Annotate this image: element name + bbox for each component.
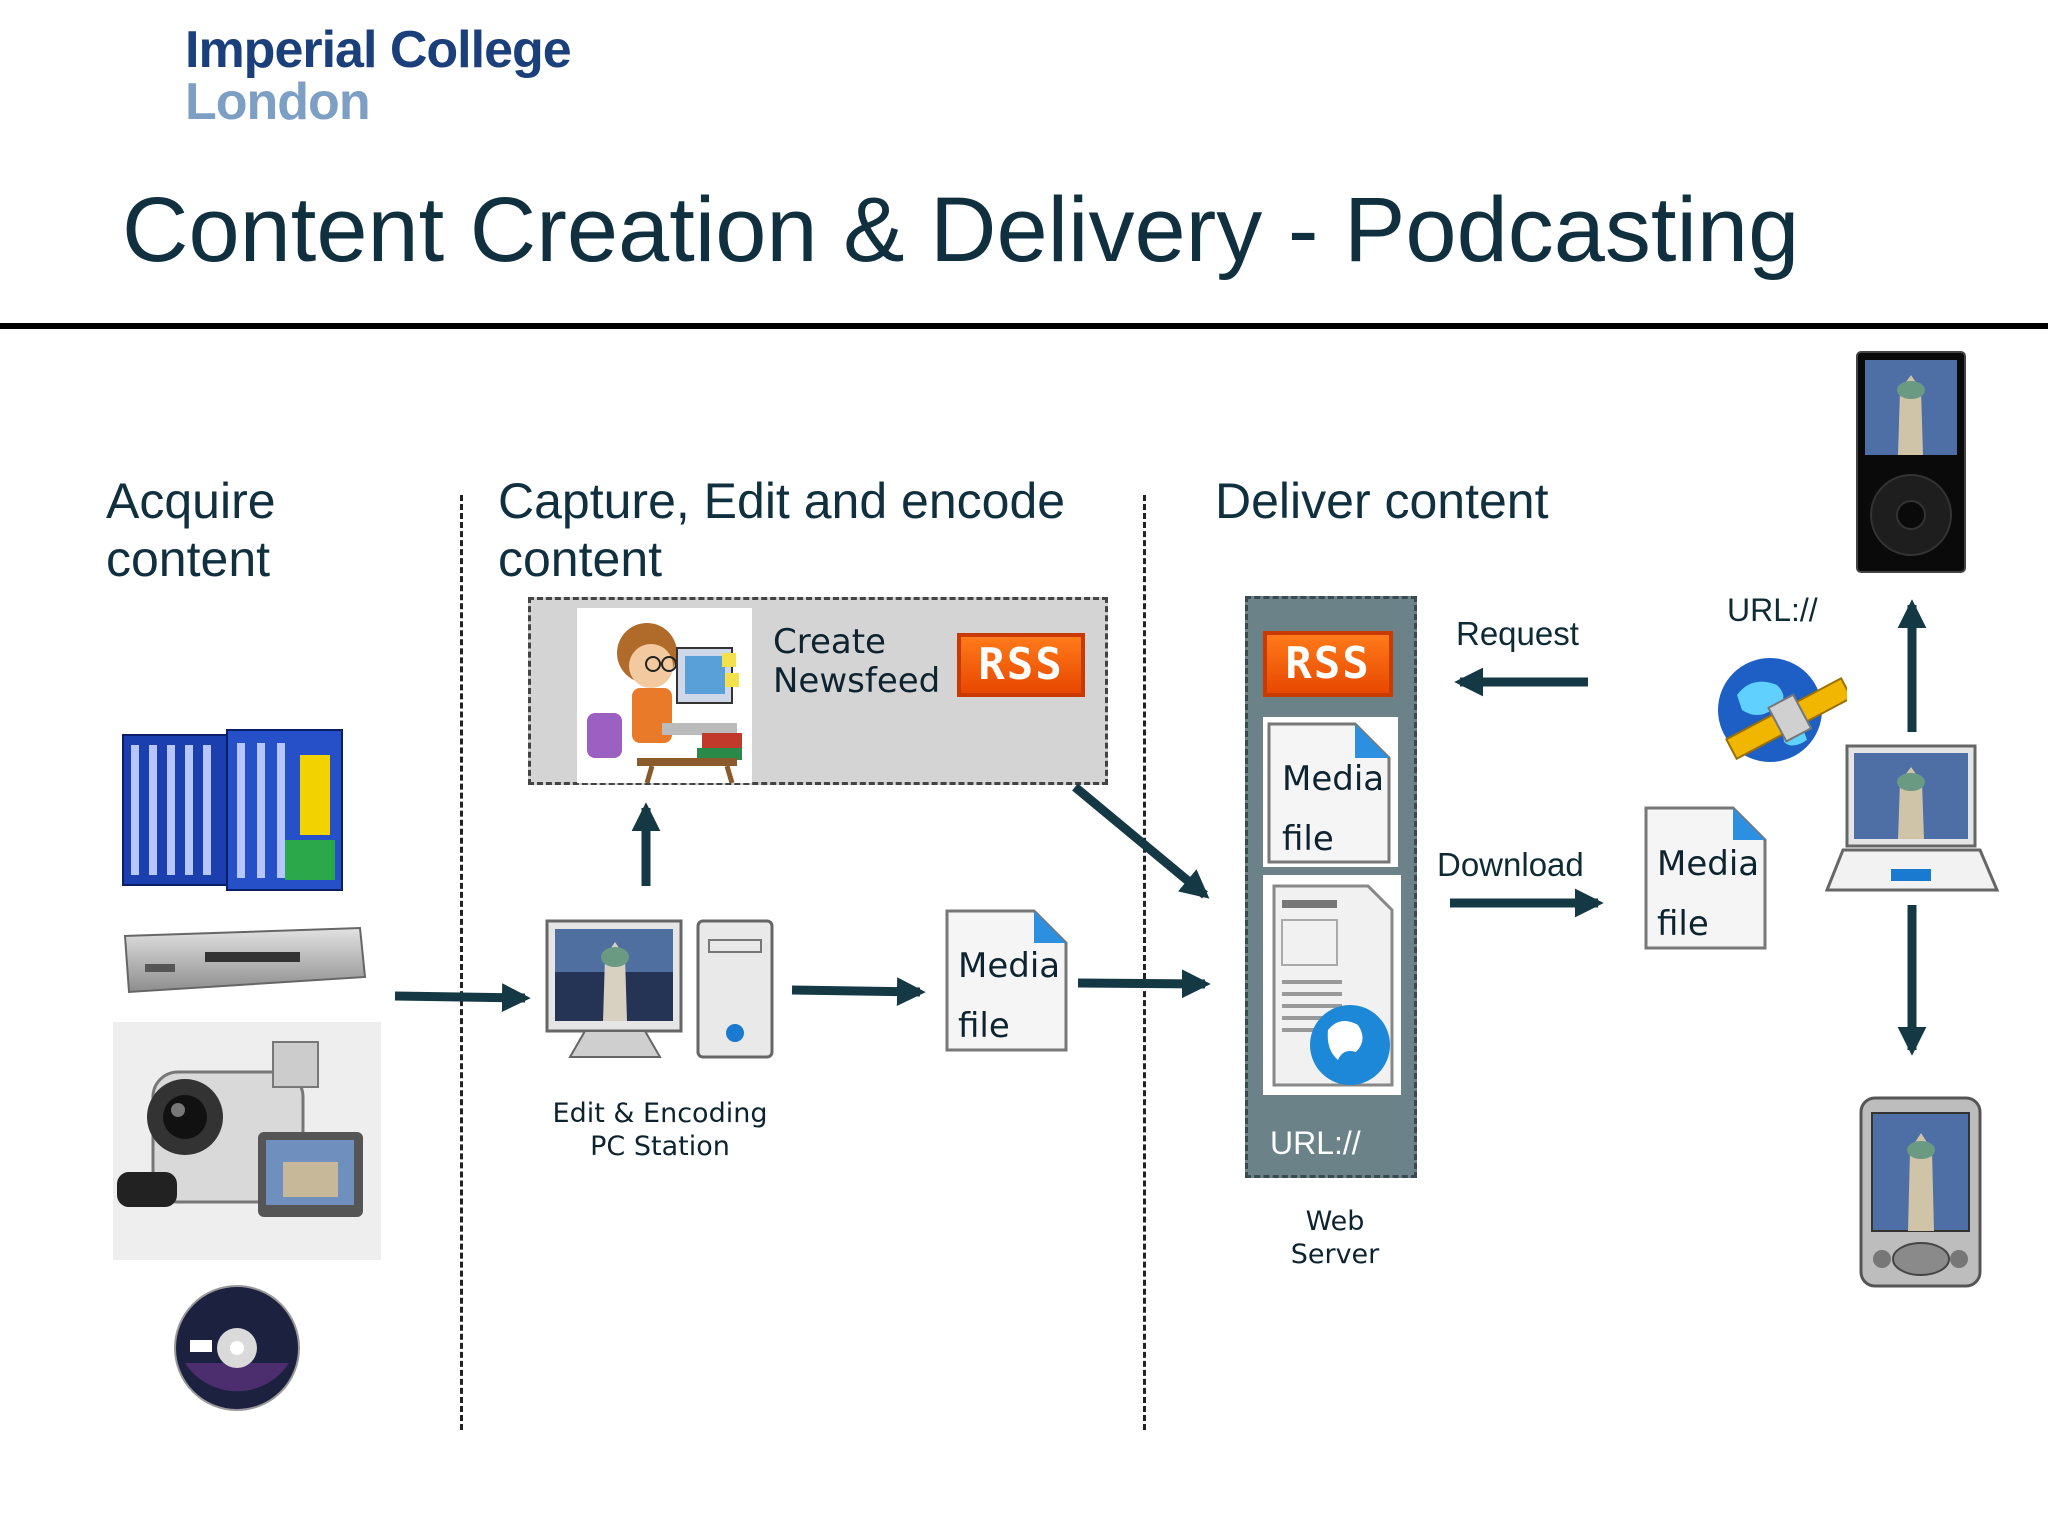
vcr-icon — [123, 926, 367, 994]
create-newsfeed-line2: Newsfeed — [773, 661, 941, 701]
media-file-download-icon — [1644, 806, 1767, 950]
media-file-label-download: Media file — [1657, 834, 1759, 954]
dvd-icon — [174, 1285, 300, 1411]
ipod-icon — [1856, 351, 1966, 573]
media-file-server-line2: file — [1282, 819, 1334, 859]
arrow-newsfeed-to-server — [1072, 783, 1210, 899]
section-capture-line2: content — [498, 531, 663, 587]
section-acquire-line2: content — [106, 531, 271, 587]
media-file-capture-line1: Media — [958, 946, 1061, 986]
slide-title: Content Creation & Delivery - Podcasting — [122, 179, 1800, 281]
section-deliver: Deliver content — [1215, 473, 1549, 529]
media-file-download-line2: file — [1657, 904, 1709, 944]
pc-tower-icon — [696, 919, 774, 1059]
title-rule — [0, 323, 2048, 329]
pda-icon — [1859, 1096, 1982, 1288]
web-page-globe-icon — [1272, 884, 1394, 1087]
arrow-pc-to-media — [791, 977, 926, 1007]
camcorder-photo — [113, 1022, 381, 1260]
laptop-icon — [1825, 744, 2000, 892]
web-server-line1: Web — [1305, 1206, 1365, 1237]
download-label: Download — [1437, 846, 1584, 883]
media-file-label-capture: Media file — [958, 936, 1060, 1056]
web-server-line2: Server — [1290, 1239, 1380, 1270]
section-acquire-line1: Acquire — [106, 473, 276, 529]
top-url-label: URL:// — [1727, 592, 1818, 628]
rss-badge-icon: RSS — [957, 633, 1085, 697]
media-file-server-icon — [1267, 722, 1391, 864]
divider-right — [1143, 495, 1146, 1430]
media-file-server-line1: Media — [1282, 759, 1385, 799]
media-file-icon — [945, 909, 1068, 1052]
server-url-label: URL:// — [1270, 1125, 1361, 1161]
divider-left — [460, 495, 463, 1430]
section-capture: Capture, Edit and encode content — [498, 472, 1065, 588]
media-file-download-line1: Media — [1657, 844, 1760, 884]
media-file-capture-line2: file — [958, 1006, 1010, 1046]
tdk-tapes-icon — [122, 729, 343, 891]
web-server-label: Web Server — [1250, 1205, 1420, 1271]
logo-line-2: London — [185, 73, 371, 131]
satellite-globe-icon — [1718, 658, 1847, 762]
camcorder-icon — [117, 1041, 363, 1217]
edit-station-label: Edit & Encoding PC Station — [540, 1097, 780, 1163]
edit-station-line2: PC Station — [590, 1131, 730, 1162]
media-file-label-server: Media file — [1282, 749, 1384, 869]
section-capture-line1: Capture, Edit and encode — [498, 473, 1066, 529]
logo-line-1: Imperial College — [185, 21, 572, 79]
create-newsfeed-label: Create Newsfeed — [773, 623, 940, 701]
edit-station-line1: Edit & Encoding — [552, 1098, 768, 1129]
request-label: Request — [1456, 615, 1579, 652]
rss-badge-server-icon: RSS — [1263, 631, 1393, 697]
section-acquire: Acquire content — [106, 472, 276, 588]
cartoon-user-icon — [577, 608, 752, 783]
pc-monitor-icon — [545, 919, 683, 1058]
create-newsfeed-line1: Create — [773, 622, 886, 662]
arrow-media-to-server — [1077, 969, 1211, 999]
